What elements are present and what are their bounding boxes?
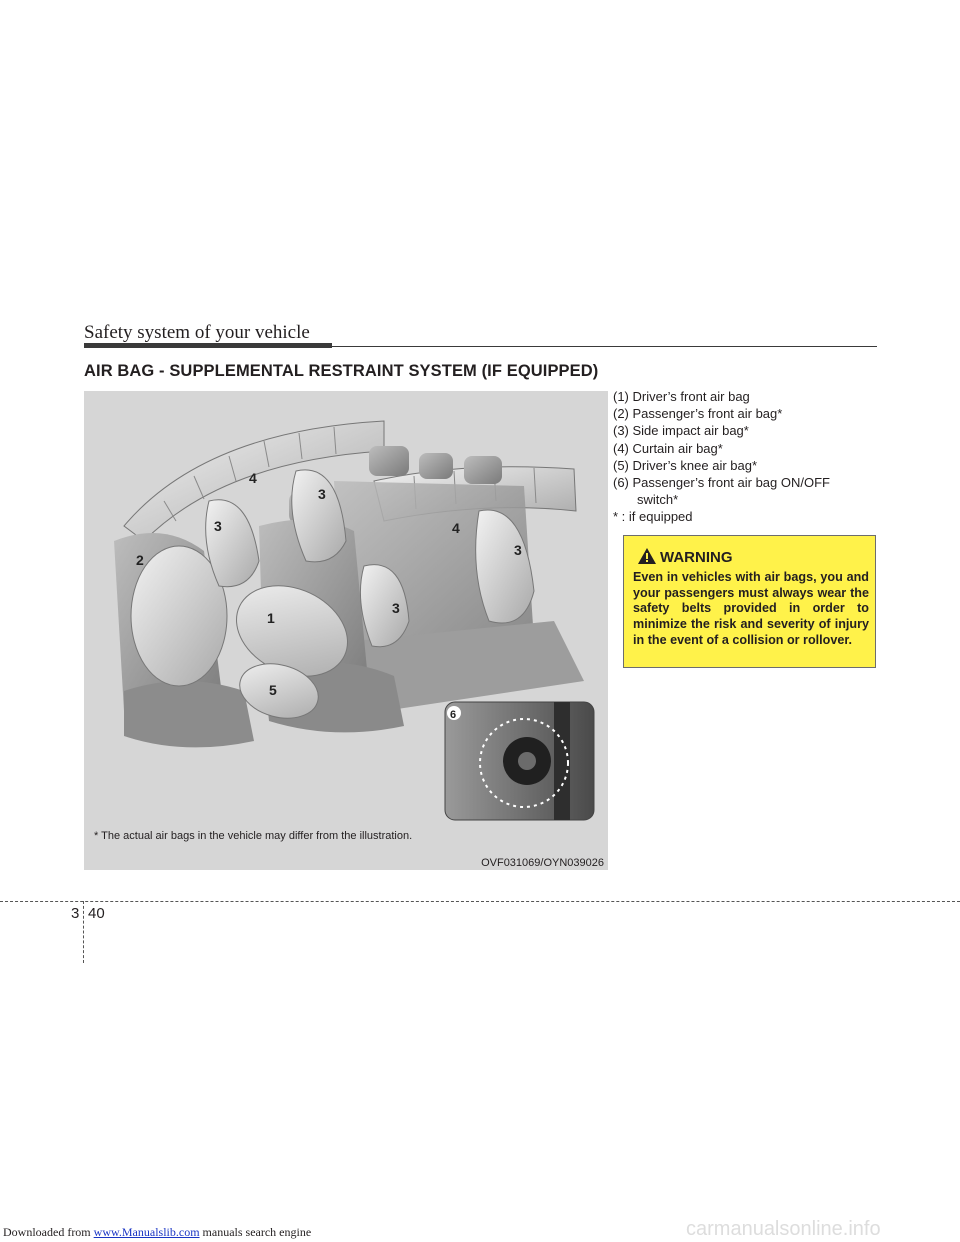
footer-prefix: Downloaded from xyxy=(3,1225,94,1239)
airbag-illustration-svg: 4 3 3 2 4 3 3 1 5 6 xyxy=(114,420,595,821)
page-divider-vertical xyxy=(83,901,84,963)
warning-box: WARNING Even in vehicles with air bags, … xyxy=(623,535,876,668)
chapter-number: 3 xyxy=(71,905,80,922)
side-airbag-rear xyxy=(475,509,535,624)
curtain-airbag-left xyxy=(123,420,385,542)
callout-number: 5 xyxy=(269,682,277,698)
footer-download-note: Downloaded from www.Manualslib.com manua… xyxy=(3,1225,311,1240)
header-bar xyxy=(84,343,332,348)
callout-number: 6 xyxy=(450,709,456,721)
callout-number: 3 xyxy=(214,518,222,534)
rear-headrest-right xyxy=(464,456,502,484)
airbag-legend-list: (1) Driver’s front air bag (2) Passenger… xyxy=(613,388,883,526)
callout-number: 3 xyxy=(392,600,400,616)
passenger-seat-cushion xyxy=(124,681,254,748)
side-airbag-passenger xyxy=(205,499,260,588)
list-item: (4) Curtain air bag* xyxy=(613,440,723,456)
page-divider xyxy=(0,901,960,902)
list-item: (2) Passenger’s front air bag* xyxy=(613,406,783,422)
page-number: 40 xyxy=(88,905,105,922)
callout-number: 3 xyxy=(514,542,522,558)
warning-body: Even in vehicles with air bags, you and … xyxy=(633,570,869,647)
watermark: carmanualsonline.info xyxy=(686,1218,881,1240)
onoff-switch-inset: 6 xyxy=(444,701,595,821)
side-airbag-driver xyxy=(291,469,347,563)
rear-headrest-mid xyxy=(419,453,453,479)
list-item: (1) Driver’s front air bag xyxy=(613,389,750,404)
manualslib-link[interactable]: www.Manualslib.com xyxy=(93,1225,200,1239)
warning-title: WARNING xyxy=(660,549,733,566)
header-rule xyxy=(332,346,877,347)
side-airbag-rear-left xyxy=(359,564,410,648)
callout-number: 4 xyxy=(249,470,257,486)
rear-seat-cushion xyxy=(354,621,584,711)
callout-number: 3 xyxy=(318,486,326,502)
callout-number: 1 xyxy=(267,610,275,626)
driver-knee-airbag xyxy=(239,663,319,719)
callout-number: 4 xyxy=(452,520,460,536)
warning-triangle-icon xyxy=(638,548,656,564)
footer-suffix: manuals search engine xyxy=(199,1225,312,1239)
figure-code: OVF031069/OYN039026 xyxy=(481,857,604,869)
figure-note: * The actual air bags in the vehicle may… xyxy=(94,830,413,842)
section-title: AIR BAG - SUPPLEMENTAL RESTRAINT SYSTEM … xyxy=(84,362,599,380)
list-item: (5) Driver’s knee air bag* xyxy=(613,457,758,473)
passenger-front-airbag xyxy=(130,545,228,687)
list-item: * : if equipped xyxy=(613,509,693,525)
airbag-illustration: 4 3 3 2 4 3 3 1 5 6 * The actual air bag… xyxy=(84,391,608,870)
list-item: (3) Side impact air bag* xyxy=(613,423,749,439)
callout-number: 2 xyxy=(136,552,144,568)
page-header-title: Safety system of your vehicle xyxy=(84,322,310,343)
rear-headrest-left xyxy=(369,446,409,476)
